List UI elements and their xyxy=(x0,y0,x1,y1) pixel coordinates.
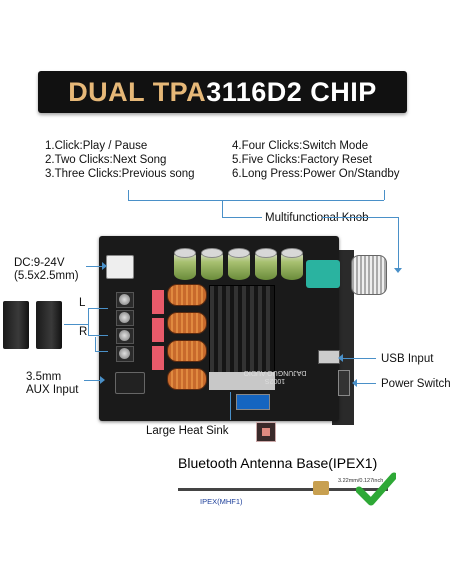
antenna-cable xyxy=(178,488,388,491)
pointer-line xyxy=(84,380,102,381)
click-item-3: 3.Three Clicks:Previous song xyxy=(45,168,195,180)
aux-port xyxy=(115,372,145,394)
click-item-2: 2.Two Clicks:Next Song xyxy=(45,154,167,166)
dc-size-label: (5.5x2.5mm) xyxy=(14,270,79,282)
bracket-line xyxy=(128,190,129,200)
connector-size-label: 3.22mm/0.127inch xyxy=(338,478,384,484)
dc-power-jack xyxy=(106,255,134,279)
capacitor-top xyxy=(201,248,223,258)
terminal-screw xyxy=(119,348,130,359)
potentiometer xyxy=(306,260,340,288)
pointer-line xyxy=(342,358,376,359)
pointer-line xyxy=(64,324,88,325)
bracket-line xyxy=(322,217,398,218)
inductor-coil xyxy=(167,340,207,362)
click-item-6: 6.Long Press:Power On/Standby xyxy=(232,168,400,180)
multifunctional-knob-label: Multifunctional Knob xyxy=(265,212,369,224)
arrow-left-icon xyxy=(338,354,343,362)
terminal-screw xyxy=(119,294,130,305)
arrow-right-icon xyxy=(100,376,105,384)
bracket-line xyxy=(95,351,108,352)
click-item-5: 5.Five Clicks:Factory Reset xyxy=(232,154,372,166)
terminal-screw xyxy=(119,312,130,323)
inductor-coil xyxy=(167,368,207,390)
arrow-down-icon xyxy=(394,268,402,273)
bracket-line xyxy=(398,217,399,270)
click-item-4: 4.Four Clicks:Switch Mode xyxy=(232,140,369,152)
terminal-screw xyxy=(119,330,130,341)
pointer-line xyxy=(230,392,231,420)
bluetooth-module xyxy=(236,394,270,410)
heat-sink-base xyxy=(209,372,275,390)
bracket-line xyxy=(128,200,384,201)
capacitor-top xyxy=(281,248,303,258)
pointer-line xyxy=(86,266,104,267)
speaker-icon xyxy=(3,301,29,349)
speaker-icon xyxy=(36,301,62,349)
ipex-connector xyxy=(313,481,329,495)
banner-title: DUAL TPA3116D2 CHIP xyxy=(38,71,407,113)
heat-sink-label: Large Heat Sink xyxy=(146,425,229,437)
inductor-coil xyxy=(167,312,207,334)
board-model: 1002S xyxy=(264,377,286,384)
bracket-line xyxy=(384,190,385,200)
bracket-line xyxy=(88,335,108,336)
bracket-line xyxy=(222,200,223,217)
film-capacitor xyxy=(152,290,164,314)
banner-title-white: 3116D2 CHIP xyxy=(206,77,377,107)
bracket-line xyxy=(88,308,89,336)
left-channel-label: L xyxy=(79,297,86,309)
right-channel-label: R xyxy=(79,326,88,338)
volume-knob xyxy=(351,255,387,295)
aux-label-line2: AUX Input xyxy=(26,384,79,396)
film-capacitor xyxy=(152,346,164,370)
power-switch-label: Power Switch xyxy=(381,378,451,390)
check-icon xyxy=(356,472,396,506)
board-brand: DAJUNGUO AUDIO xyxy=(243,369,307,376)
power-switch xyxy=(338,370,350,396)
film-capacitor xyxy=(152,318,164,342)
ipex-type-label: IPEX(MHF1) xyxy=(200,497,243,506)
aux-label-line1: 3.5mm xyxy=(26,371,62,383)
arrow-left-icon xyxy=(352,379,357,387)
bracket-line xyxy=(222,217,262,218)
usb-input-label: USB Input xyxy=(381,353,434,365)
capacitor-top xyxy=(255,248,277,258)
pointer-line xyxy=(356,383,376,384)
capacitor-top xyxy=(174,248,196,258)
usb-port xyxy=(318,350,340,364)
bracket-line xyxy=(95,337,96,351)
title-banner: DUAL TPA3116D2 CHIP xyxy=(38,71,407,113)
dc-input-label: DC:9-24V xyxy=(14,257,65,269)
click-item-1: 1.Click:Play / Pause xyxy=(45,140,148,152)
inductor-coil xyxy=(167,284,207,306)
capacitor-top xyxy=(228,248,250,258)
banner-title-gold: DUAL TPA xyxy=(68,77,207,107)
arrow-right-icon xyxy=(102,262,107,270)
bluetooth-antenna-title: Bluetooth Antenna Base(IPEX1) xyxy=(178,455,378,471)
bracket-line xyxy=(88,308,108,309)
ipex-socket-center xyxy=(262,428,270,436)
